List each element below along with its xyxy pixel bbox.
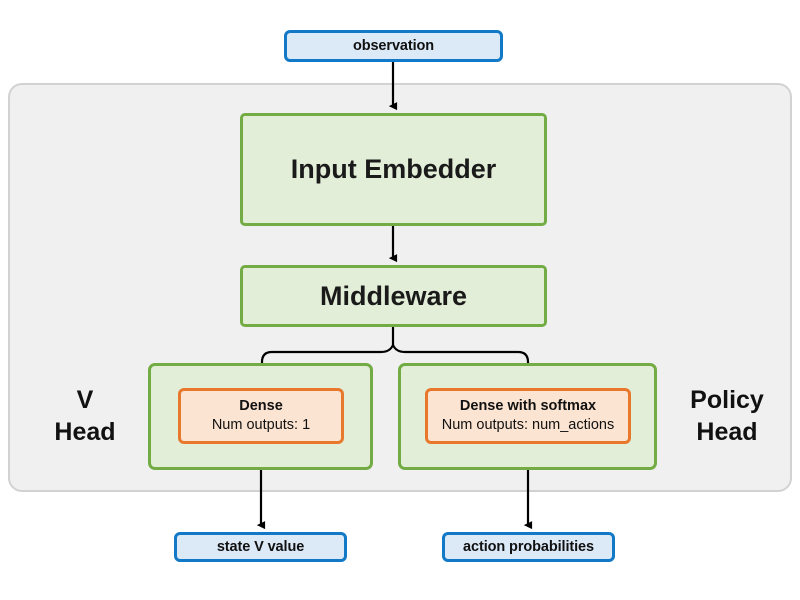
node-input-embedder[interactable]: Input Embedder <box>240 113 547 226</box>
node-action-probabilities[interactable]: action probabilities <box>442 532 615 562</box>
node-observation[interactable]: observation <box>284 30 503 62</box>
node-action-probabilities-label: action probabilities <box>463 539 594 555</box>
node-middleware-label: Middleware <box>319 280 468 311</box>
node-dense-v[interactable]: Dense Num outputs: 1 <box>178 388 344 444</box>
node-dense-policy-title: Dense with softmax <box>459 398 597 414</box>
policy-head-label: Policy Head <box>664 384 790 448</box>
node-input-embedder-label: Input Embedder <box>290 154 497 184</box>
node-dense-policy-subtitle: Num outputs: num_actions <box>441 417 615 433</box>
node-observation-label: observation <box>352 38 435 54</box>
policy-head-label-line1: Policy <box>690 386 764 414</box>
v-head-label-line1: V <box>76 386 94 414</box>
v-head-label: V Head <box>30 384 140 448</box>
node-middleware[interactable]: Middleware <box>240 265 547 327</box>
edge-middleware-to-v-head <box>257 344 395 385</box>
edge-middleware-to-policy-head <box>391 344 533 385</box>
policy-head-label-line2: Head <box>696 418 758 446</box>
node-dense-v-subtitle: Num outputs: 1 <box>211 417 311 433</box>
node-state-v-value-label: state V value <box>216 539 305 555</box>
node-dense-policy[interactable]: Dense with softmax Num outputs: num_acti… <box>425 388 631 444</box>
node-dense-v-title: Dense <box>239 398 283 414</box>
node-state-v-value[interactable]: state V value <box>174 532 347 562</box>
v-head-label-line2: Head <box>54 418 116 446</box>
